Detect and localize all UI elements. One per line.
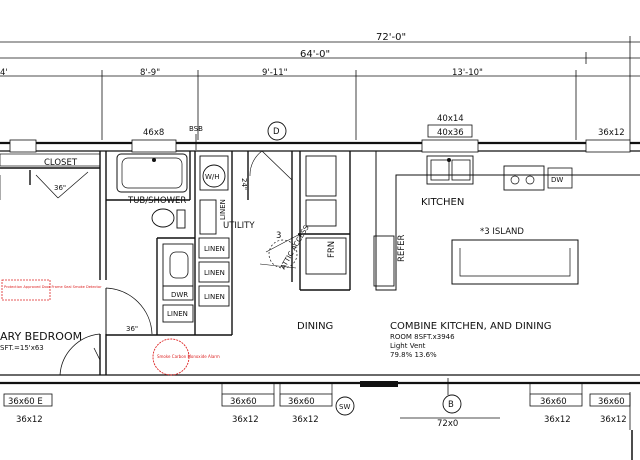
window-b3b: 36x12 — [292, 415, 319, 425]
window-b5b: 36x12 — [600, 415, 627, 425]
seg3-dimension: 13'-10" — [452, 68, 483, 78]
red-note-text: Protection Approved Door Frame Seal Smok… — [4, 285, 102, 289]
window-b1b: 36x12 — [16, 415, 43, 425]
seg-left-dimension: 4' — [0, 68, 8, 78]
bedroom-label: ARY BEDROOM — [0, 330, 82, 343]
bottom-center-dimension: 72x0 — [437, 419, 458, 429]
linen-stack — [198, 237, 230, 307]
smoke-alarm-text: Smoke Carbon Monoxide Alarm — [157, 354, 220, 359]
range — [503, 165, 545, 191]
sink — [169, 251, 189, 279]
window-b2: 36x60 — [230, 397, 257, 407]
window-36x12-top: 36x12 — [598, 128, 625, 138]
door-width-24: 24" — [240, 178, 248, 190]
linen-1: LINEN — [204, 245, 225, 253]
linen-2: LINEN — [204, 269, 225, 277]
bottom-window-marks — [3, 393, 631, 407]
sw-label: SW — [339, 403, 350, 411]
combine-pct: 79.8% 13.6% — [390, 351, 437, 359]
window-bsb: BSB — [189, 125, 203, 133]
furnace-label: FRN — [327, 241, 337, 258]
closet-shelf — [0, 153, 101, 167]
window-b3: 36x60 — [288, 397, 315, 407]
kitchen-island — [451, 239, 579, 285]
refrigerator-label: REFER — [397, 234, 407, 262]
door-threshold — [360, 381, 398, 387]
toilet — [151, 208, 175, 228]
dining-label: DINING — [297, 321, 333, 332]
combine-light: Light Vent — [390, 342, 426, 350]
elevation-tag-b — [442, 394, 462, 414]
linen-vertical: LINEN — [219, 199, 227, 220]
window-46x8: 46x8 — [143, 128, 164, 138]
window-b4b: 36x12 — [544, 415, 571, 425]
dimension-lines — [0, 36, 640, 140]
dwr-bath: DWR — [171, 291, 188, 299]
kitchen-label: KITCHEN — [421, 197, 464, 208]
shear-wall-tag — [335, 396, 355, 416]
combine-label: COMBINE KITCHEN, AND DINING — [390, 321, 551, 332]
seg1-dimension: 8'-9" — [140, 68, 160, 78]
bathtub — [116, 153, 188, 193]
bedroom-door-width: 36" — [126, 325, 138, 333]
closet-label: CLOSET — [44, 158, 78, 168]
kitchen-counters — [350, 150, 640, 291]
linen-4: LINEN — [167, 310, 188, 318]
window-b2b: 36x12 — [232, 415, 259, 425]
interior-walls — [0, 151, 351, 375]
window-40x36: 40x36 — [437, 128, 464, 138]
window-40x14: 40x14 — [437, 114, 464, 124]
combine-room: ROOM 8SFT.x3946 — [390, 333, 455, 341]
tub-shower-label: TUB/SHOWER — [127, 196, 186, 206]
red-note-box — [1, 279, 51, 301]
smoke-alarm-circle — [152, 338, 190, 376]
utility-label: UTILITY — [223, 221, 255, 231]
window-b1: 36x60 E — [8, 397, 43, 407]
island-label: *3 ISLAND — [480, 227, 524, 237]
elevation-tag-d — [267, 121, 287, 141]
overall-dimension: 72'-0" — [376, 32, 406, 43]
b-tag-label: B — [448, 400, 454, 410]
seg2-dimension: 9'-11" — [262, 68, 288, 78]
dishwasher-label: DW — [551, 176, 563, 184]
window-b5: 36x60 — [598, 397, 625, 407]
top-window-marks — [9, 139, 631, 153]
bedroom-size: SFT.=15'x63 — [0, 344, 44, 352]
water-heater-label: W/H — [205, 173, 220, 181]
num-3: 3 — [276, 231, 281, 241]
water-heater — [202, 164, 226, 188]
linen-3: LINEN — [204, 293, 225, 301]
closet-door-width: 36" — [54, 184, 66, 192]
kitchen-sink — [426, 155, 474, 185]
elevation-tag-d-label: D — [273, 127, 280, 137]
window-b4: 36x60 — [540, 397, 567, 407]
second-dimension: 64'-0" — [300, 49, 330, 60]
